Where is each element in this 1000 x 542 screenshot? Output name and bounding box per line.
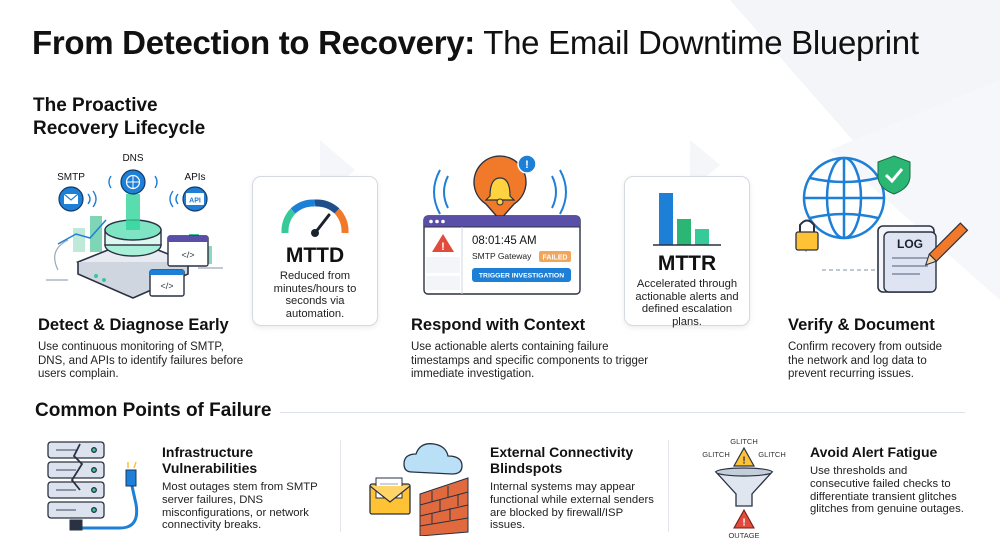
svg-text:!: ! <box>525 159 529 171</box>
svg-text:08:01:45 AM: 08:01:45 AM <box>472 235 537 247</box>
api-icon: APIs API <box>169 172 208 212</box>
failure-heading: Common Points of Failure <box>35 400 272 421</box>
stage-verify-body: Confirm recovery from outside the networ… <box>788 341 943 380</box>
page-title: From Detection to Recovery: The Email Do… <box>32 24 919 62</box>
lifecycle-heading: The Proactive Recovery Lifecycle <box>33 94 205 140</box>
code-window-icon: </> </> <box>149 235 209 297</box>
failure-infra-title-line1: Infrastructure <box>162 444 254 460</box>
stage-respond: Respond with Context Use actionable aler… <box>411 316 651 382</box>
lifecycle-heading-line1: The Proactive <box>33 95 158 116</box>
alert-window: ! 08:01:45 AM SMTP Gateway FAILED TRIGGE… <box>423 215 581 295</box>
smtp-mail-icon: SMTP <box>57 172 97 212</box>
stage-respond-body: Use actionable alerts containing failure… <box>411 341 649 380</box>
mttd-metric: MTTD <box>285 244 345 267</box>
svg-text:LOG: LOG <box>897 237 923 251</box>
lock-icon <box>795 219 819 251</box>
svg-text:!: ! <box>742 456 745 467</box>
svg-text:SMTP Gateway: SMTP Gateway <box>472 251 532 261</box>
svg-text:SMTP: SMTP <box>57 172 85 183</box>
svg-text:GLITCH: GLITCH <box>730 437 758 446</box>
svg-text:APIs: APIs <box>184 172 205 183</box>
outage-alert-icon: ! OUTAGE <box>728 508 760 540</box>
warning-icon: ! <box>732 446 756 467</box>
failure-separator-2 <box>668 440 669 532</box>
monitoring-server-illustration: </> </> SMTP DNS APIs API <box>46 153 223 299</box>
stage-detect-title: Detect & Diagnose Early <box>38 316 229 334</box>
signal-lines <box>46 239 223 281</box>
failure-external-title-line1: External Connectivity <box>490 444 634 460</box>
svg-text:TRIGGER INVESTIGATION: TRIGGER INVESTIGATION <box>479 273 564 280</box>
alert-funnel-illustration: GLITCH GLITCH GLITCH ! ! OUTAGE <box>702 437 786 540</box>
lifecycle-heading-line2: Recovery Lifecycle <box>33 118 206 139</box>
failure-infra-title-line2: Vulnerabilities <box>162 460 258 476</box>
alert-window-illustration: ! ! 08:01:45 AM SMTP Gateway FAILED TRIG… <box>423 154 581 295</box>
svg-text:OUTAGE: OUTAGE <box>728 531 759 540</box>
page-title-bold: From Detection to Recovery: <box>32 24 475 61</box>
network-cable-icon <box>69 461 139 531</box>
pencil-icon <box>924 222 969 266</box>
failure-fatigue: Avoid Alert Fatigue Use thresholds and c… <box>810 444 970 516</box>
svg-text:</>: </> <box>160 281 173 291</box>
mttr-metric: MTTR <box>657 252 717 275</box>
page-title-rest: The Email Downtime Blueprint <box>475 24 919 61</box>
shield-check-icon <box>877 155 911 195</box>
svg-text:GLITCH: GLITCH <box>758 450 786 459</box>
svg-text:API: API <box>189 198 201 205</box>
failure-external-body: Internal systems may appear functional w… <box>490 481 654 532</box>
svg-text:!: ! <box>742 518 745 529</box>
server-base-icon <box>75 194 191 299</box>
failure-external: External Connectivity Blindspots Interna… <box>490 444 658 532</box>
verify-globe-log-illustration: LOG <box>795 155 969 293</box>
stage-verify-title: Verify & Document <box>788 316 935 334</box>
server-rack-illustration <box>47 441 139 531</box>
section-divider <box>280 412 965 413</box>
failure-infra-body: Most outages stem from SMTP server failu… <box>162 481 318 532</box>
funnel-icon <box>714 467 774 507</box>
failure-external-title-line2: Blindspots <box>490 460 563 476</box>
svg-text:!: ! <box>441 241 445 253</box>
failure-external-title: External Connectivity Blindspots <box>490 444 658 476</box>
cloud-icon <box>403 443 463 475</box>
speedometer-gauge-icon <box>281 199 349 237</box>
mttr-card: MTTR Accelerated through actionable aler… <box>624 176 750 328</box>
log-document-icon: LOG <box>877 222 969 293</box>
brick-wall-icon <box>419 477 469 536</box>
failure-infra-title: Infrastructure Vulnerabilities <box>162 444 327 476</box>
server-rack-icon <box>47 441 105 519</box>
globe-icon <box>802 156 886 240</box>
firewall-illustration <box>369 443 469 536</box>
mttd-card: MTTD Reduced from minutes/hours to secon… <box>252 176 378 326</box>
failure-fatigue-title: Avoid Alert Fatigue <box>810 444 938 460</box>
alert-bell-icon: ! <box>433 154 567 222</box>
bar-chart-icon <box>653 193 721 246</box>
svg-text:FAILED: FAILED <box>543 255 568 262</box>
failure-infra: Infrastructure Vulnerabilities Most outa… <box>162 444 327 532</box>
mttr-description: Accelerated through actionable alerts an… <box>635 278 739 328</box>
mttd-description: Reduced from minutes/hours to seconds vi… <box>273 270 357 320</box>
failure-fatigue-body: Use thresholds and consecutive failed ch… <box>810 465 964 516</box>
svg-text:</>: </> <box>181 250 194 260</box>
stage-detect: Detect & Diagnose Early Use continuous m… <box>38 316 248 382</box>
stage-verify: Verify & Document Confirm recovery from … <box>788 316 958 382</box>
svg-text:GLITCH: GLITCH <box>702 450 730 459</box>
stage-detect-body: Use continuous monitoring of SMTP, DNS, … <box>38 341 244 380</box>
stage-respond-title: Respond with Context <box>411 316 586 334</box>
svg-text:DNS: DNS <box>122 153 143 164</box>
mail-envelope-icon <box>369 477 411 515</box>
failure-separator-1 <box>340 440 341 532</box>
dns-globe-icon: DNS <box>108 153 158 195</box>
